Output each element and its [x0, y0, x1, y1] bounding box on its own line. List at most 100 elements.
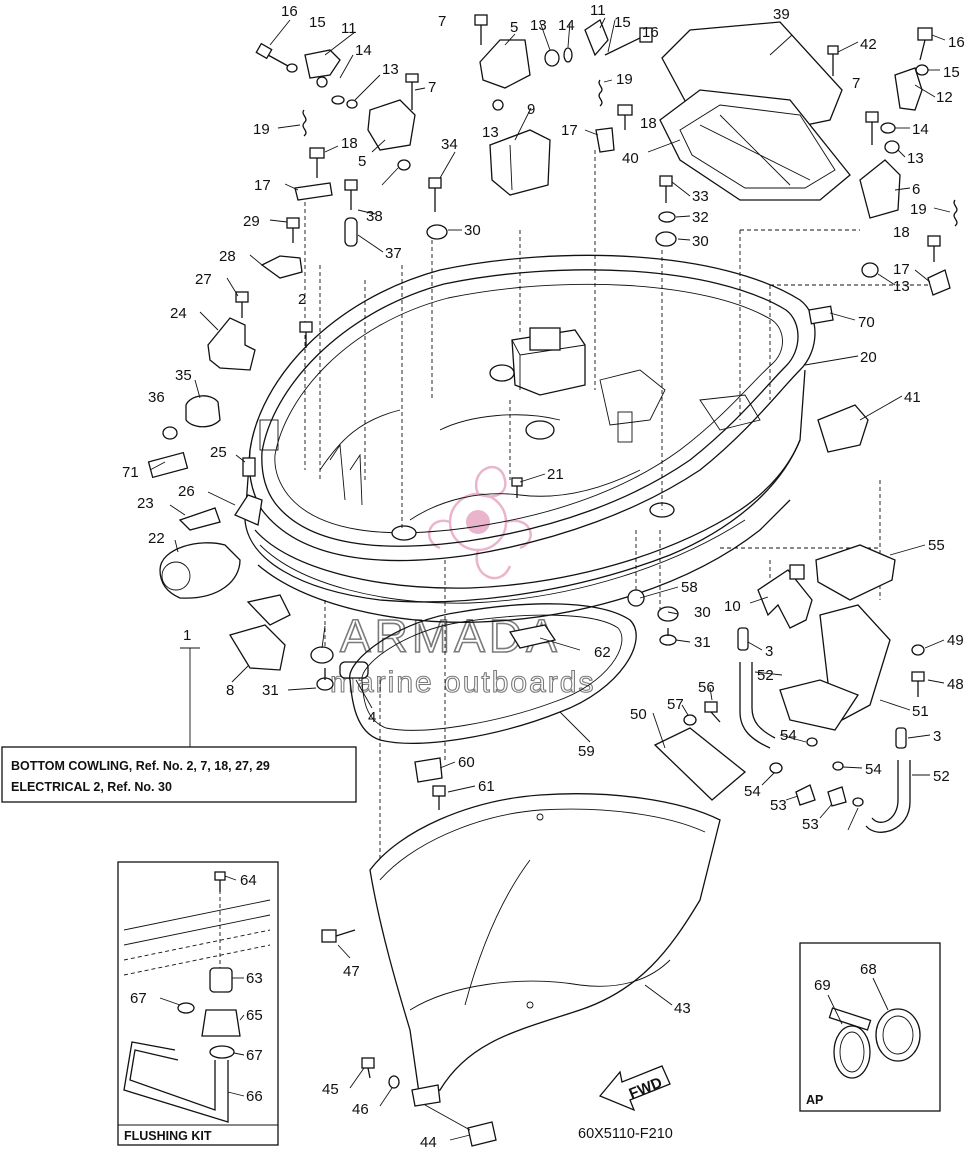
callout-label: 30: [464, 222, 481, 239]
callout-label: 10: [724, 598, 741, 615]
callout-label: 3: [933, 728, 941, 745]
callout-label: 59: [578, 743, 595, 760]
callout-label: 16: [281, 3, 298, 20]
callout-label: 4: [368, 709, 376, 726]
callout-label: 21: [547, 466, 564, 483]
callout-label: 22: [148, 530, 165, 547]
callout-label: 17: [254, 177, 271, 194]
callout-label: 40: [622, 150, 639, 167]
note-box-line1: BOTTOM COWLING, Ref. No. 2, 7, 18, 27, 2…: [11, 759, 270, 773]
fwd-arrow: FWD: [598, 1065, 671, 1112]
callout-label: 5: [358, 153, 366, 170]
callout-numbers: 16 15 11 14 13 7 19 18 5 17 38 37 34 30 …: [122, 2, 965, 1151]
callout-label: 15: [614, 14, 631, 31]
callout-label: 71: [122, 464, 139, 481]
callout-label: 37: [385, 245, 402, 262]
callout-label: 65: [246, 1007, 263, 1024]
callout-label: 35: [175, 367, 192, 384]
callout-label: 11: [341, 20, 357, 37]
callout-label: 14: [558, 17, 575, 34]
callout-label: 7: [438, 13, 446, 30]
callout-label: 11: [590, 2, 606, 19]
callout-label: 63: [246, 970, 263, 987]
callout-label: 13: [382, 61, 399, 78]
callout-label: 15: [309, 14, 326, 31]
callout-label: 36: [148, 389, 165, 406]
callout-label: 13: [482, 124, 499, 141]
callout-label: 8: [226, 682, 234, 699]
callout-label: 43: [674, 1000, 691, 1017]
callout-label: 67: [246, 1047, 263, 1064]
callout-label: 64: [240, 872, 257, 889]
callout-label: 16: [948, 34, 965, 51]
callout-label: 1: [183, 627, 191, 644]
callout-label: 7: [852, 75, 860, 92]
callout-label: 19: [616, 71, 633, 88]
callout-label: 31: [694, 634, 711, 651]
callout-label: 28: [219, 248, 236, 265]
callout-label: 13: [893, 278, 910, 295]
callout-label: 33: [692, 188, 709, 205]
note-box-line2: ELECTRICAL 2, Ref. No. 30: [11, 780, 172, 794]
flushing-kit-label: FLUSHING KIT: [124, 1129, 212, 1143]
callout-label: 3: [765, 643, 773, 660]
callout-label: 12: [936, 89, 953, 106]
callout-label: 31: [262, 682, 279, 699]
callout-label: 66: [246, 1088, 263, 1105]
watermark-subtitle: marine outboards: [330, 666, 595, 699]
callout-label: 70: [858, 314, 875, 331]
callout-label: 56: [698, 679, 715, 696]
callout-label: 19: [253, 121, 270, 138]
callout-label: 52: [933, 768, 950, 785]
callout-label: 18: [341, 135, 358, 152]
callout-label: 50: [630, 706, 647, 723]
callout-label: 17: [561, 122, 578, 139]
callout-label: 54: [865, 761, 882, 778]
callout-label: 34: [441, 136, 458, 153]
callout-label: 16: [642, 24, 659, 41]
callout-label: 14: [912, 121, 929, 138]
callout-label: 51: [912, 703, 929, 720]
callout-label: 61: [478, 778, 495, 795]
callout-label: 68: [860, 961, 877, 978]
callout-label: 6: [912, 181, 920, 198]
note-box: BOTTOM COWLING, Ref. No. 2, 7, 18, 27, 2…: [1, 647, 357, 803]
callout-label: 2: [298, 291, 306, 308]
callout-label: 54: [744, 783, 761, 800]
callout-label: 26: [178, 483, 195, 500]
callout-label: 39: [773, 6, 790, 23]
bottom-cowling: [244, 254, 816, 623]
callout-label: 29: [243, 213, 260, 230]
callout-label: 44: [420, 1134, 437, 1151]
callout-label: 13: [907, 150, 924, 167]
callout-label: 67: [130, 990, 147, 1007]
callout-label: 5: [510, 19, 518, 36]
callout-label: 24: [170, 305, 187, 322]
callout-label: 55: [928, 537, 945, 554]
callout-label: 38: [366, 208, 383, 225]
callout-label: 25: [210, 444, 227, 461]
callout-label: 41: [904, 389, 921, 406]
callout-label: 7: [428, 79, 436, 96]
callout-label: 30: [694, 604, 711, 621]
callout-label: 18: [640, 115, 657, 132]
callout-label: 46: [352, 1101, 369, 1118]
callout-label: 57: [667, 696, 684, 713]
callout-label: 48: [947, 676, 964, 693]
watermark: ARMADA marine outboards: [329, 465, 595, 700]
callout-label: 69: [814, 977, 831, 994]
callout-label: 53: [802, 816, 819, 833]
bolt-16-left: [255, 42, 289, 67]
callout-label: 62: [594, 644, 611, 661]
hardware-parts: [147, 14, 958, 1147]
callout-label: 14: [355, 42, 372, 59]
callout-label: 32: [692, 209, 709, 226]
callout-label: 23: [137, 495, 154, 512]
ap-inset: AP: [799, 942, 941, 1112]
drawing-code: 60X5110-F210: [578, 1126, 673, 1142]
callout-label: 20: [860, 349, 877, 366]
callout-label: 54: [780, 727, 797, 744]
callout-label: 52: [757, 667, 774, 684]
watermark-logo: [428, 465, 532, 580]
callout-label: 9: [527, 101, 535, 118]
